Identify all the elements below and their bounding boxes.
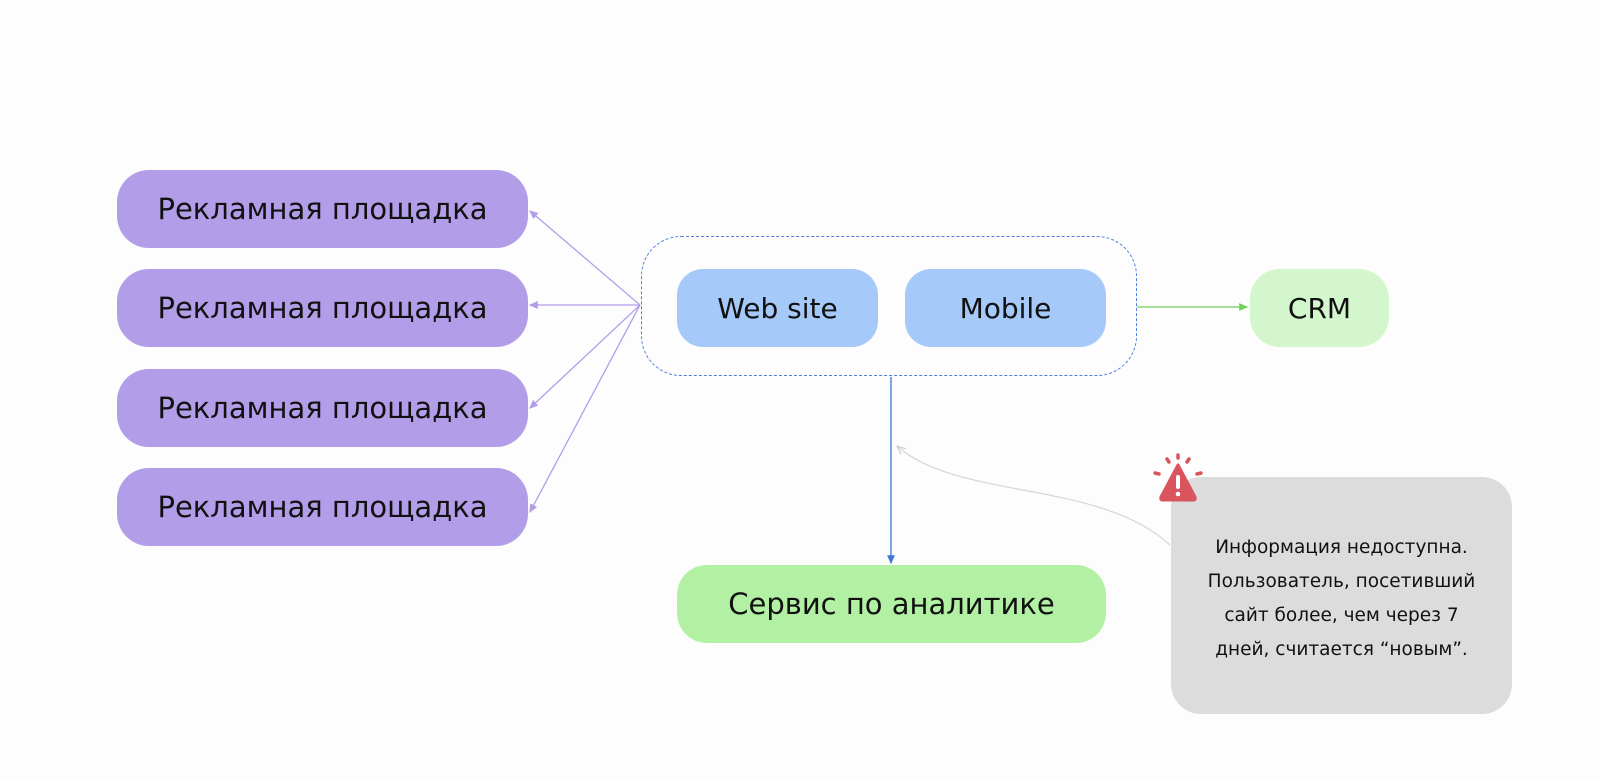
analytics-label: Сервис по аналитике xyxy=(728,587,1055,621)
mobile-label: Mobile xyxy=(959,291,1052,325)
ad-platform-label: Рекламная площадка xyxy=(157,291,488,325)
crm-node[interactable]: CRM xyxy=(1250,269,1389,347)
crm-label: CRM xyxy=(1287,291,1352,325)
analytics-node[interactable]: Сервис по аналитике xyxy=(677,565,1106,643)
note-line: сайт более, чем через 7 xyxy=(1224,604,1459,626)
note-line: Пользователь, посетивший xyxy=(1207,570,1476,592)
arrow-to-ad-1 xyxy=(529,210,641,306)
warning-note: Информация недоступна. Пользователь, пос… xyxy=(1171,477,1512,714)
note-line: Информация недоступна. xyxy=(1215,536,1468,558)
warning-icon xyxy=(1153,453,1203,502)
ad-platform-label: Рекламная площадка xyxy=(157,192,488,226)
arrow-to-ad-3 xyxy=(529,304,641,409)
note-pointer xyxy=(898,447,1171,546)
ad-platform-1[interactable]: Рекламная площадка xyxy=(117,170,528,248)
sources-group xyxy=(641,236,1137,376)
web-site-label: Web site xyxy=(717,291,838,325)
ad-platform-label: Рекламная площадка xyxy=(157,391,488,425)
web-site-node[interactable]: Web site xyxy=(677,269,878,347)
ad-platform-4[interactable]: Рекламная площадка xyxy=(117,468,528,546)
arrow-to-ad-4 xyxy=(529,304,641,514)
note-line: дней, считается “новым”. xyxy=(1215,638,1468,660)
ad-platform-label: Рекламная площадка xyxy=(157,490,488,524)
mobile-node[interactable]: Mobile xyxy=(905,269,1106,347)
ad-platform-3[interactable]: Рекламная площадка xyxy=(117,369,528,447)
ad-platform-2[interactable]: Рекламная площадка xyxy=(117,269,528,347)
